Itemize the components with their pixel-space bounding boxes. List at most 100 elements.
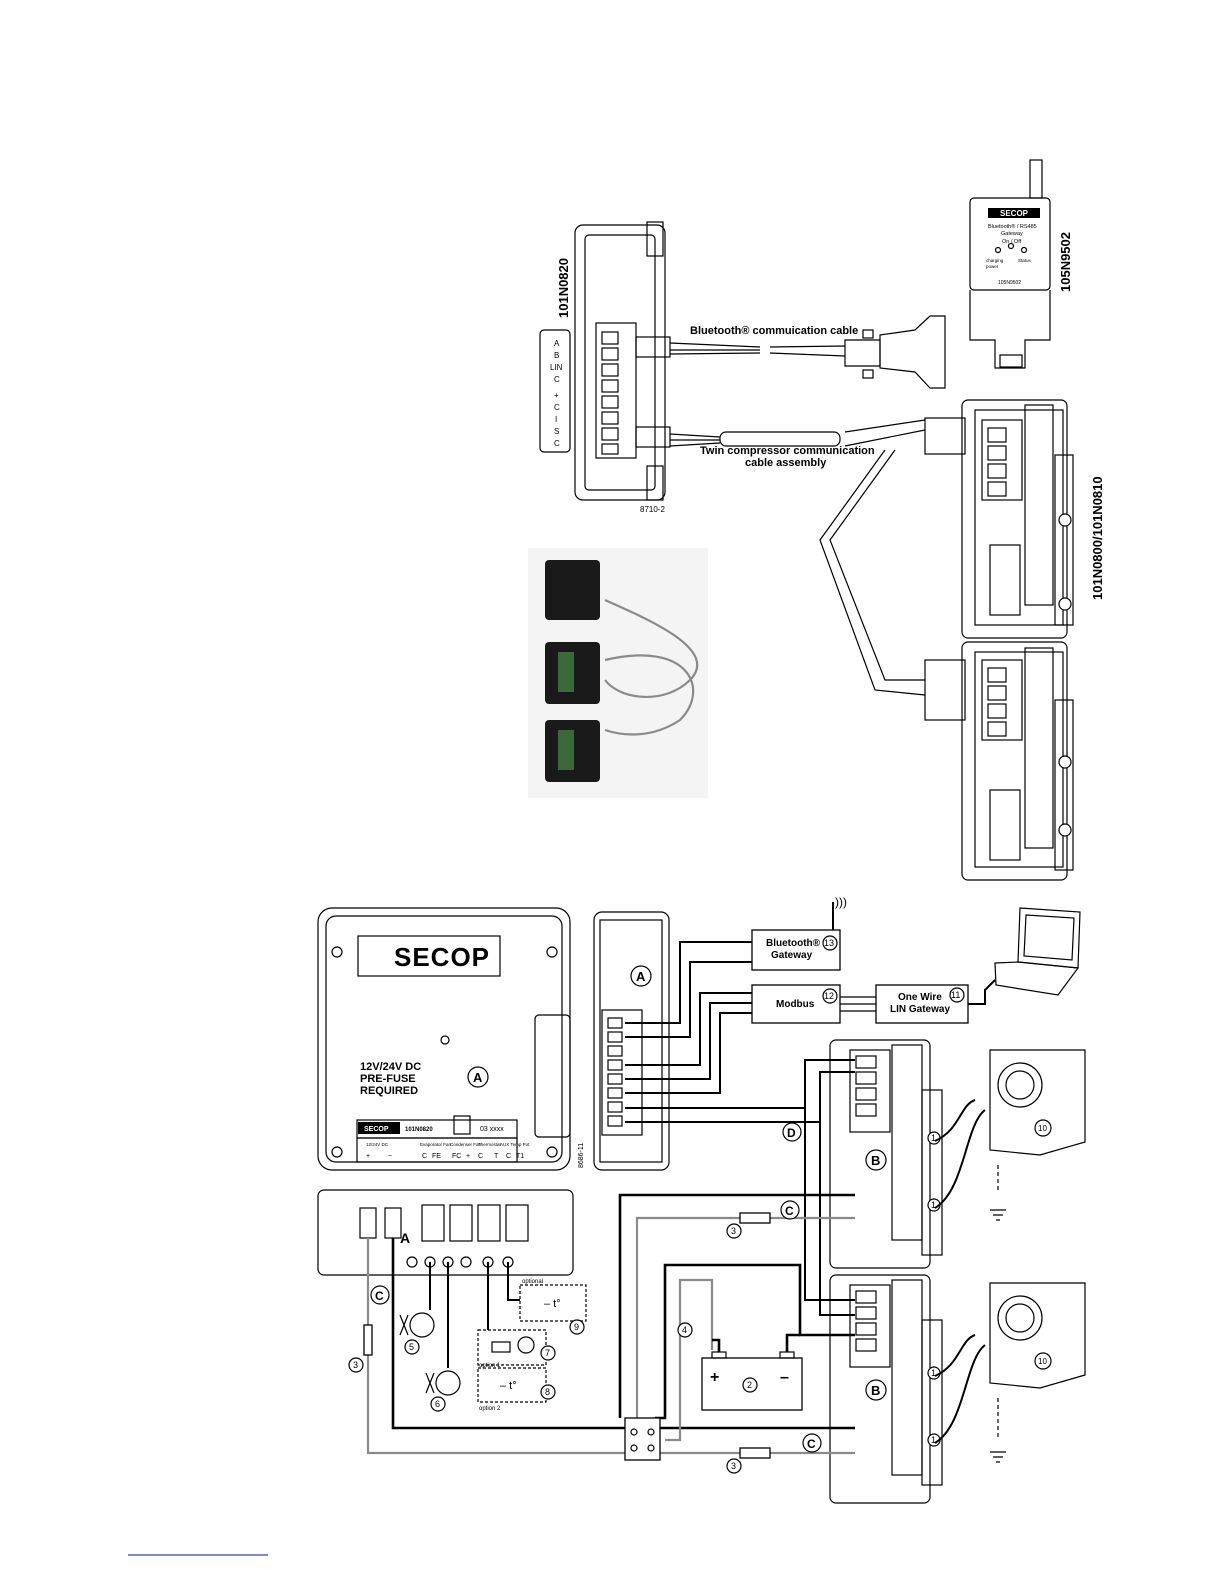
terminal-pin-c3: C (506, 1153, 511, 1160)
bt-gateway-box (751, 902, 841, 971)
fuse-top (739, 1212, 771, 1224)
option-1-box (477, 1329, 547, 1366)
controller-bottom-view (317, 1189, 574, 1276)
controller-part-label: 101N0820 (556, 258, 571, 318)
num-3-top: 3 (731, 1226, 736, 1236)
temp-label-9: – t° (544, 1298, 561, 1310)
cond-fan (425, 1262, 461, 1396)
pin-label-c1: C (554, 375, 560, 384)
num-2: 2 (747, 1380, 752, 1390)
num-6: 6 (435, 1399, 440, 1409)
compressor-part-label: 101N0800/101N0810 (1090, 476, 1105, 600)
fuse-bottom (739, 1447, 771, 1459)
onewire-line-2: LIN Gateway (890, 1004, 950, 1015)
pin-label-b: B (554, 351, 559, 360)
gateway-device (969, 159, 1051, 369)
terminal-pin-t: T (494, 1153, 499, 1160)
compressor-b-bottom (829, 1274, 943, 1504)
pin-label-c2: C (554, 403, 560, 412)
label-b-bottom: B (871, 1383, 880, 1398)
terminal-heads: 12/24V DC Evaporator Fan Condenser Fan T… (366, 1142, 530, 1147)
terminal-head-thermo: Thermostat (478, 1142, 502, 1147)
terminal-head-dc: 12/24V DC (366, 1142, 389, 1147)
optional-label: optional (522, 1279, 543, 1285)
num-5: 5 (409, 1342, 414, 1352)
terminal-head-evap: Evaporator Fan (420, 1142, 452, 1147)
plate-code: 03 xxxx (480, 1126, 504, 1133)
fuse-left (363, 1324, 373, 1356)
gateway-led-right: Status (1018, 258, 1032, 263)
num-1-d: 1 (931, 1435, 936, 1445)
comm-wires (625, 941, 855, 1316)
power-wires (366, 1193, 855, 1455)
voltage-line-1: 12V/24V DC (360, 1061, 421, 1073)
terminal-pin-minus: − (388, 1153, 392, 1160)
temp-label-2: – t° (500, 1380, 517, 1392)
onewire-line-1: One Wire (898, 992, 942, 1003)
bt-cable-label: Bluetooth® commuication cable (690, 325, 858, 337)
num-3-bottom: 3 (731, 1461, 736, 1471)
num-1-a: 1 (931, 1133, 936, 1143)
terminal-pin-c1: C (422, 1153, 427, 1160)
modbus-label: Modbus (776, 999, 815, 1010)
twin-compressor-cable (635, 417, 966, 721)
num-7: 7 (545, 1348, 550, 1358)
voltage-line-2: PRE-FUSE (360, 1073, 416, 1085)
num-12: 12 (824, 991, 834, 1001)
compressor-body-top (989, 1049, 1086, 1221)
evap-fan (399, 1262, 435, 1338)
label-a-front: A (473, 1070, 483, 1085)
terminal-pin-fc: FC (452, 1153, 461, 1160)
wireless-icon: ))) (835, 895, 847, 909)
terminal-head-cond: Condenser Fan (450, 1142, 482, 1147)
num-9: 9 (574, 1322, 579, 1332)
num-1-b: 1 (931, 1200, 936, 1210)
label-c-bottom: C (807, 1437, 816, 1451)
brand-logo: SECOP (394, 942, 490, 972)
twin-cable-label-1: Twin compressor communication (700, 445, 875, 457)
num-10-top: 10 (1038, 1124, 1047, 1133)
battery-minus: – (780, 1369, 789, 1386)
pin-label-a: A (554, 339, 560, 348)
battery-plus: + (710, 1369, 719, 1386)
controllers-photo (528, 548, 708, 798)
pin-label-plus: + (554, 391, 559, 400)
ref-code-top: 8710-2 (640, 505, 665, 514)
bt-gateway-line-2: Gateway (771, 950, 813, 961)
num-11: 11 (951, 990, 960, 1000)
ref-code-bottom: 8686-11 (578, 1143, 585, 1168)
label-b-top: B (871, 1153, 880, 1168)
gateway-part-label: 105N9502 (1058, 232, 1073, 292)
gateway-brand: SECOP (1000, 209, 1029, 218)
pin-label-c3: C (554, 439, 560, 448)
laptop-icon (968, 907, 1081, 1005)
pin-label-s: S (554, 427, 559, 436)
label-d: D (787, 1126, 796, 1140)
twin-cable-label-2: cable assembly (745, 457, 827, 469)
terminal-head-aux: AUX Temp Pot (500, 1142, 530, 1147)
gateway-sub: Gateway (1001, 231, 1023, 237)
terminal-pin-c2: C (478, 1153, 483, 1160)
bluetooth-cable (635, 315, 946, 389)
label-a-side: A (636, 969, 646, 984)
terminal-pins: + − C FE FC + C T C T1 (366, 1153, 524, 1160)
terminal-pin-fe: FE (432, 1153, 441, 1160)
compressor-b-top (829, 1039, 943, 1269)
label-c-left: C (375, 1289, 384, 1303)
label-a-bottom: A (400, 1230, 410, 1246)
gateway-led-left2: power (986, 264, 999, 269)
terminal-block (624, 1417, 661, 1461)
pin-label-lin: LIN (550, 363, 563, 372)
gateway-part-small: 105N9502 (998, 280, 1021, 286)
pin-label-i: I (555, 415, 557, 424)
terminal-pin-t1: T1 (516, 1153, 524, 1160)
num-4: 4 (682, 1325, 687, 1335)
controller-side (593, 911, 670, 1171)
bt-gateway-line-1: Bluetooth® (766, 938, 821, 949)
controller-front (317, 907, 571, 1171)
terminal-pin-plus: + (366, 1153, 370, 1160)
voltage-line-3: REQUIRED (360, 1085, 418, 1097)
plate-part: 101N0820 (405, 1127, 433, 1133)
controller-top-view (539, 221, 666, 501)
